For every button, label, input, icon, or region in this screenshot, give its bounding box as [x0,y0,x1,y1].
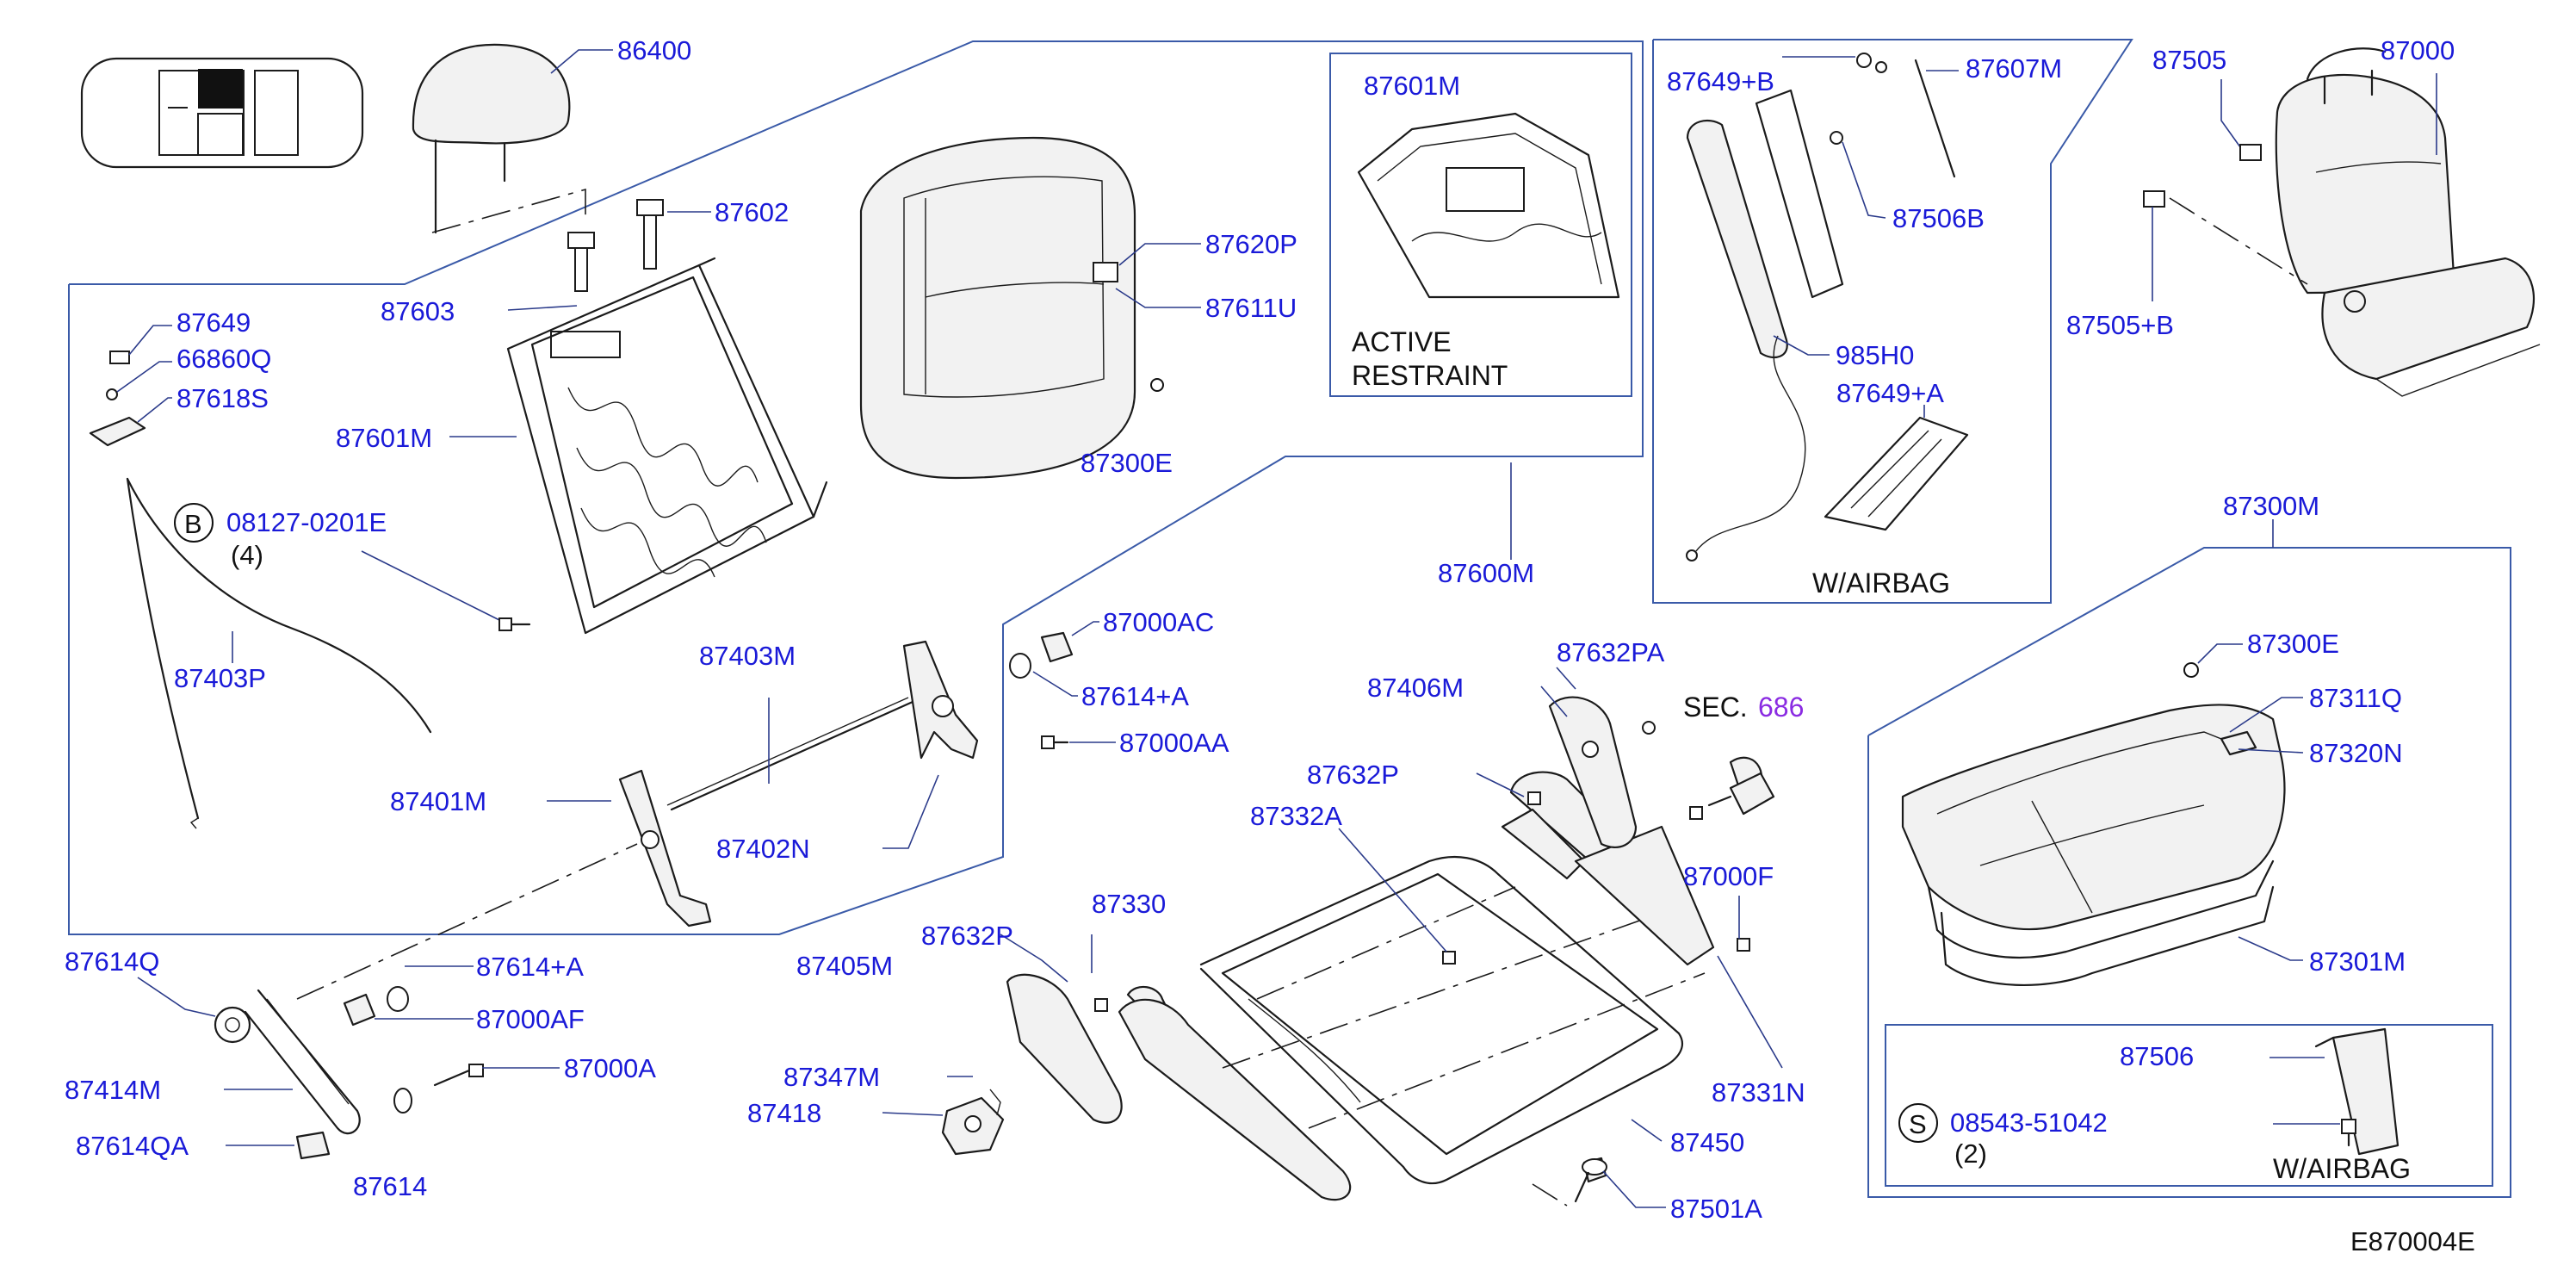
label-08543-51042[interactable]: 08543-51042 [1950,1107,2108,1138]
cushion-group-frame [1867,547,2511,1198]
seatback-group-frame [68,40,1644,935]
label-87414M[interactable]: 87414M [65,1075,161,1105]
label-87614+A-lower[interactable]: 87614+A [476,952,584,982]
label-87603[interactable]: 87603 [381,296,455,326]
bolt-87501A [1574,1158,1607,1203]
label-87632PA[interactable]: 87632PA [1557,637,1665,667]
clip-87505+B [2143,190,2165,208]
clip-87505 [2239,144,2262,161]
seat-frame-drawing [1199,696,1767,1185]
headrest-guide-drawing [567,199,664,292]
section-ref-link[interactable]: 686 [1758,692,1804,723]
label-87506[interactable]: 87506 [2120,1041,2194,1071]
label-87301M[interactable]: 87301M [2309,946,2406,977]
retainer-87620P [1093,262,1118,282]
label-87405M[interactable]: 87405M [796,951,893,981]
label-87403P[interactable]: 87403P [174,663,266,693]
label-87311Q[interactable]: 87311Q [2309,683,2402,713]
airbag-side-frame [1652,39,2133,604]
label-87347M[interactable]: 87347M [783,1062,880,1092]
label-87601M-frame[interactable]: 87601M [336,423,432,453]
callout-letter-b: B [184,509,202,539]
airbag-bracket-box [1885,1024,2493,1187]
airbag-bracket-drawing [2314,1027,2400,1156]
airbag-top-note: W/AIRBAG [1812,568,1950,599]
label-87418[interactable]: 87418 [747,1098,821,1128]
label-87506B[interactable]: 87506B [1892,203,1985,233]
label-87649+B[interactable]: 87649+B [1667,66,1774,96]
label-87332A[interactable]: 87332A [1250,801,1342,831]
label-87601M-active[interactable]: 87601M [1364,71,1460,101]
label-87402N[interactable]: 87402N [716,834,810,864]
label-87000AC[interactable]: 87000AC [1103,607,1214,637]
label-87649+A[interactable]: 87649+A [1836,378,1944,408]
label-87632P-lower[interactable]: 87632P [921,921,1013,951]
label-87614+A-upper[interactable]: 87614+A [1081,681,1189,711]
recliner-drawing [296,640,979,1000]
callout-qty-s: (2) [1954,1138,1987,1169]
label-87403M[interactable]: 87403M [699,641,796,671]
callout-circle-s [1898,1103,1938,1143]
label-87614[interactable]: 87614 [353,1171,427,1201]
label-87300M[interactable]: 87300M [2223,491,2319,521]
label-87614Q[interactable]: 87614Q [65,946,159,977]
bolt-08127 [498,617,531,631]
label-87000F[interactable]: 87000F [1683,861,1774,891]
label-66860Q[interactable]: 66860Q [176,344,271,374]
label-87401M[interactable]: 87401M [390,786,486,816]
label-87600M[interactable]: 87600M [1438,558,1534,588]
active-restraint-frame-drawing [1357,112,1620,299]
label-87331N[interactable]: 87331N [1712,1077,1805,1107]
callout-letter-s: S [1909,1109,1927,1139]
diagram-code: E870004E [2350,1226,2475,1256]
recliner-cable-drawing [126,477,432,829]
side-cover-drawing [941,973,1352,1201]
lumbar-switch-drawing [1707,772,1775,816]
label-87450[interactable]: 87450 [1670,1127,1744,1157]
clip-87300E-upper [1150,378,1164,392]
active-restraint-box [1329,53,1632,397]
complete-seat-drawing [2275,47,2541,397]
label-87000AF[interactable]: 87000AF [476,1004,585,1034]
label-87330[interactable]: 87330 [1092,889,1166,919]
active-restraint-line2: RESTRAINT [1352,360,1508,391]
callout-qty-b: (4) [231,540,263,570]
label-87602[interactable]: 87602 [715,197,789,227]
belt-drive-drawing [214,986,484,1160]
knob-cover-parts [89,351,146,447]
label-87000A[interactable]: 87000A [564,1053,656,1083]
label-87505+B[interactable]: 87505+B [2066,310,2174,340]
callout-circle-b [174,503,214,543]
section-ref-prefix: SEC. [1683,692,1748,723]
label-86400[interactable]: 86400 [617,35,691,65]
label-87649[interactable]: 87649 [176,307,251,338]
label-87300E-lower[interactable]: 87300E [2247,629,2339,659]
label-87611U[interactable]: 87611U [1205,293,1297,323]
recliner-fasteners [1009,631,1074,749]
label-87505[interactable]: 87505 [2152,45,2226,75]
seat-cushion-drawing [1901,704,2286,987]
label-87000[interactable]: 87000 [2381,35,2455,65]
seatback-pad-drawing [859,136,1136,480]
label-87406M[interactable]: 87406M [1367,673,1464,703]
label-87607M[interactable]: 87607M [1966,53,2062,84]
clip-87300E-lower [2183,662,2199,678]
label-87614QA[interactable]: 87614QA [76,1131,189,1161]
label-87501A[interactable]: 87501A [1670,1194,1762,1224]
label-87620P[interactable]: 87620P [1205,229,1297,259]
label-87000AA[interactable]: 87000AA [1119,728,1229,758]
label-87618S[interactable]: 87618S [176,383,269,413]
active-restraint-line1: ACTIVE [1352,326,1452,357]
location-thumbnail [80,57,364,169]
seatback-frame-drawing [506,257,828,635]
headrest-drawing [412,43,586,234]
label-87320N[interactable]: 87320N [2309,738,2403,768]
side-airbag-drawing [1686,53,1969,561]
label-08127-0201E[interactable]: 08127-0201E [226,507,387,537]
airbag-bottom-note: W/AIRBAG [2273,1153,2411,1184]
label-87632P-upper[interactable]: 87632P [1307,760,1399,790]
label-985H0[interactable]: 985H0 [1836,340,1914,370]
label-87300E-upper[interactable]: 87300E [1081,448,1173,478]
